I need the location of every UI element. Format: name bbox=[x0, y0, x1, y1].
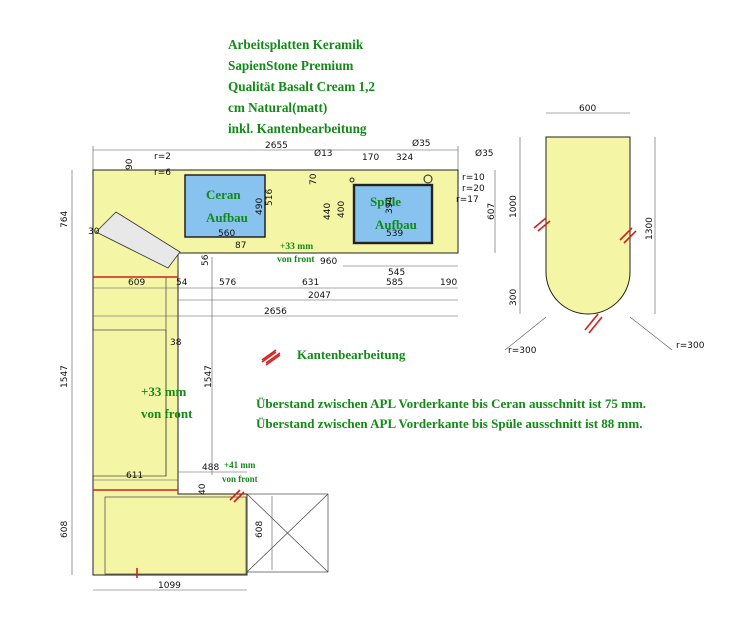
dim-40: 40 bbox=[198, 483, 208, 495]
appliance-box bbox=[246, 493, 329, 573]
spuele-width: 539 bbox=[386, 229, 403, 239]
overhang-left-b: von front bbox=[141, 406, 193, 421]
spuele-height: 394 bbox=[385, 197, 395, 214]
tap-hole-2 bbox=[349, 177, 355, 183]
dim-324: 324 bbox=[396, 153, 413, 163]
dim-608a: 608 bbox=[60, 521, 70, 538]
dim-d35a: Ø35 bbox=[412, 138, 431, 149]
dimension-labels: 2655 r=2 r=6 Ø13 Ø35 Ø35 170 324 r=10 r=… bbox=[60, 104, 705, 591]
dim-r300a: r=300 bbox=[508, 346, 537, 356]
note-ceran: Überstand zwischen APL Vorderkante bis C… bbox=[256, 396, 647, 411]
dim-300: 300 bbox=[509, 289, 519, 306]
dim-r17: r=17 bbox=[456, 195, 479, 205]
ceran-width: 560 bbox=[218, 229, 235, 239]
dim-54: 54 bbox=[176, 278, 188, 288]
dim-611: 611 bbox=[126, 471, 143, 481]
dimension-lines bbox=[71, 112, 673, 591]
ceran-cutout bbox=[184, 174, 266, 238]
dim-576: 576 bbox=[219, 278, 236, 288]
corner-block bbox=[95, 211, 181, 269]
dim-631: 631 bbox=[302, 278, 319, 288]
dim-1099: 1099 bbox=[158, 581, 181, 591]
dim-70: 70 bbox=[309, 173, 319, 185]
dim-1300: 1300 bbox=[645, 217, 655, 240]
dim-top-total: 2655 bbox=[265, 141, 288, 151]
dim-960: 960 bbox=[320, 257, 337, 267]
overhang-bottom-a: +41 mm bbox=[224, 460, 256, 470]
dim-2047: 2047 bbox=[308, 291, 331, 301]
dim-170: 170 bbox=[362, 153, 379, 163]
overhang-top-a: +33 mm bbox=[280, 242, 313, 252]
spuele-depth: 400 bbox=[337, 201, 347, 218]
tap-hole bbox=[423, 174, 433, 184]
spuele-label-2: Aufbau bbox=[375, 217, 417, 232]
overhang-labels: +33 mm von front +33 mm von front +41 mm… bbox=[141, 242, 315, 484]
dim-1547b: 1547 bbox=[204, 365, 214, 388]
spuele-cutout bbox=[352, 183, 434, 245]
countertop-round-piece bbox=[545, 136, 631, 315]
legend-label: Kantenbearbeitung bbox=[297, 347, 406, 362]
dim-r2: r=2 bbox=[154, 152, 171, 162]
ceran-depth: 516 bbox=[265, 189, 275, 206]
dim-d13: Ø13 bbox=[314, 148, 333, 159]
edge-processing-lines bbox=[93, 217, 637, 578]
dim-545: 545 bbox=[388, 268, 405, 278]
title-line-5: inkl. Kantenbearbeitung bbox=[228, 121, 367, 136]
title-line-3: Qualität Basalt Cream 1,2 bbox=[228, 79, 376, 94]
dim-56: 56 bbox=[201, 254, 211, 266]
dim-608b: 608 bbox=[255, 521, 265, 538]
dim-2656: 2656 bbox=[264, 307, 287, 317]
cabinet-outlines bbox=[92, 253, 329, 575]
countertop-bottom-run bbox=[92, 489, 248, 576]
ceran-height: 490 bbox=[255, 198, 265, 215]
title-line-4: cm Natural(matt) bbox=[228, 100, 328, 115]
dim-38: 38 bbox=[170, 338, 182, 348]
dim-190: 190 bbox=[440, 278, 457, 288]
dim-90: 90 bbox=[125, 158, 135, 170]
dim-r6: r=6 bbox=[154, 168, 171, 178]
dim-488: 488 bbox=[202, 463, 219, 473]
title-line-2: SapienStone Premium bbox=[228, 58, 354, 73]
note-spuele: Überstand zwischen APL Vorderkante bis S… bbox=[256, 416, 643, 431]
dim-609: 609 bbox=[128, 278, 145, 288]
overhang-top-b: von front bbox=[277, 255, 315, 265]
dim-r300b: r=300 bbox=[676, 341, 705, 351]
dim-1547a: 1547 bbox=[60, 365, 70, 388]
dim-87: 87 bbox=[235, 241, 246, 251]
ceran-label-2: Aufbau bbox=[206, 210, 248, 225]
dim-d35b: Ø35 bbox=[475, 148, 494, 159]
dim-600: 600 bbox=[579, 104, 596, 114]
dim-607: 607 bbox=[487, 203, 497, 220]
dim-1000: 1000 bbox=[509, 195, 519, 218]
overhang-left-a: +33 mm bbox=[141, 384, 186, 399]
dim-585: 585 bbox=[386, 278, 403, 288]
dim-r10: r=10 bbox=[462, 173, 485, 183]
dim-r20: r=20 bbox=[462, 184, 485, 194]
legend-edge-symbol bbox=[261, 351, 281, 366]
overhang-bottom-b: von front bbox=[222, 474, 258, 484]
ceran-label-1: Ceran bbox=[206, 187, 241, 202]
spuele-label-1: Spüle bbox=[370, 194, 401, 209]
title-line-1: Arbeitsplatten Keramik bbox=[228, 37, 364, 52]
spuele-depth2: 440 bbox=[323, 203, 333, 220]
dim-30: 30 bbox=[88, 227, 100, 237]
dim-764: 764 bbox=[60, 211, 70, 228]
cutout-labels: Ceran Aufbau 560 490 516 Spüle Aufbau 53… bbox=[206, 187, 417, 239]
